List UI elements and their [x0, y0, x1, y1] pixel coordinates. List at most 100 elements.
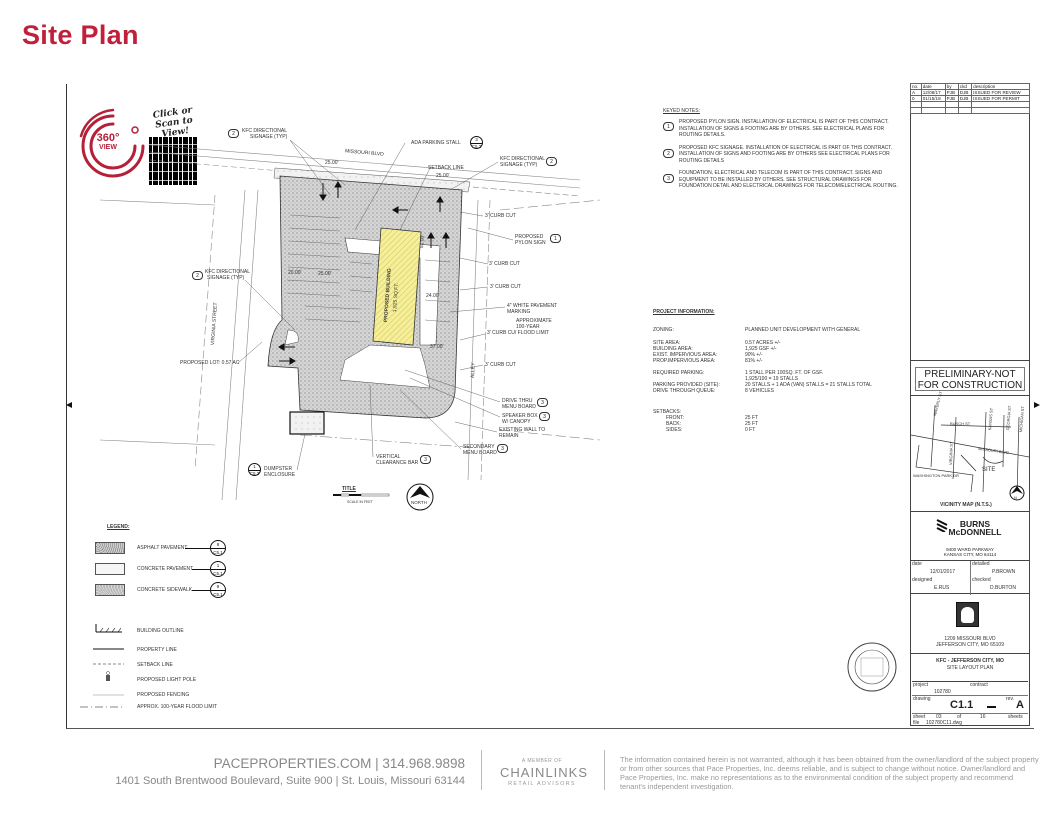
keyed-note-marker: 3: [420, 455, 431, 464]
setback-value: 25 FT: [745, 415, 759, 421]
firm-address: KANSAS CITY, MO 64114: [943, 552, 997, 557]
plan-label: 3' CURB CU/ FLOOD LIMIT: [487, 330, 550, 336]
kfc-logo: [956, 602, 979, 627]
setback-label: BACK:: [666, 421, 682, 427]
engineer-seal: [847, 642, 897, 692]
info-value: 1,925/100 = 19 STALLS: [745, 376, 799, 382]
plan-label: 4" WHITE PAVEMENT: [507, 303, 558, 309]
dimension-label: 25.00': [325, 160, 339, 166]
legend-symbol-label: SETBACK LINE: [137, 662, 173, 668]
plan-label: 3' CURB CUT: [490, 284, 521, 290]
sheet-total: 16: [980, 714, 986, 720]
info-label: DRIVE THROUGH QUEUE:: [653, 388, 716, 394]
dimension-label: 24.00': [426, 293, 440, 299]
field-label: detailed: [972, 561, 990, 567]
project-information: PROJECT INFORMATION:: [653, 309, 913, 326]
setback-label: SIDES:: [666, 427, 683, 433]
asphalt-swatch: [95, 542, 125, 554]
note-number: 2: [663, 148, 674, 158]
setback-value: 25 FT: [745, 421, 759, 427]
date-value: 12/01/2017: [930, 569, 956, 575]
plan-label: REMAIN: [499, 433, 519, 439]
map-street: BUSCH ST: [950, 421, 971, 426]
field-label: date: [912, 561, 922, 567]
stamp-box: PRELIMINARY-NOT FOR CONSTRUCTION: [910, 360, 1030, 396]
field-label: project: [913, 682, 929, 688]
plan-label: DUMPSTER: [264, 466, 293, 472]
dimension-label: 20.00': [288, 270, 302, 276]
legend-symbol-label: APPROX. 100-YEAR FLOOD LIMIT: [137, 704, 218, 710]
dimension-label: 25.00': [318, 271, 332, 277]
map-street: WASHINGTON PARK DR: [913, 473, 959, 478]
field-label: designed: [912, 577, 933, 583]
vicinity-map-title: VICINITY MAP (N.T.S.): [940, 502, 992, 508]
keyed-notes-heading: KEYED NOTES:: [663, 108, 700, 114]
keyed-note: 1 PROPOSED PYLON SIGN. INSTALLATION OF E…: [663, 119, 903, 139]
north-arrow-icon: [410, 486, 430, 498]
disclaimer-text: The information contained herein is not …: [620, 755, 1039, 791]
street-label-alley: ALLEY: [470, 362, 477, 379]
plan-label: DRIVE THRU: [502, 398, 533, 404]
info-label: REQUIRED PARKING:: [653, 370, 705, 376]
plan-label: MENU BOARD: [463, 450, 497, 456]
360-view-badge[interactable]: 360° VIEW: [78, 106, 148, 186]
sheet-number: 03: [936, 714, 942, 720]
plan-label: 3' CURB CUT: [485, 213, 516, 219]
keyed-note: 2 PROPOSED KFC SIGNAGE. INSTALLATION OF …: [663, 145, 903, 165]
note-text: PROPOSED KFC SIGNAGE. INSTALLATION OF EL…: [679, 144, 893, 164]
scale-caption: SCALE IN FEET: [347, 500, 373, 504]
date-designer-block: date 12/01/2017 detailed P.BROWN designe…: [910, 560, 1030, 595]
plan-label: EXISTING WALL TO: [499, 427, 546, 433]
plan-label: PROPOSED LOT: 0.57 AC: [180, 360, 240, 366]
field-label: drawing: [913, 696, 931, 702]
map-site-label: SITE: [982, 467, 996, 473]
preliminary-stamp: PRELIMINARY-NOT FOR CONSTRUCTION: [915, 367, 1025, 391]
qr-code[interactable]: [149, 137, 197, 185]
dash-separator: [987, 706, 996, 708]
field-label: file: [913, 720, 920, 726]
plan-label: ENCLOSURE: [264, 472, 296, 478]
plan-label: ADA PARKING STALL: [411, 140, 461, 146]
burns-logo-icon: [936, 519, 948, 532]
contact-line[interactable]: PACEPROPERTIES.COM | 314.968.9898: [213, 756, 465, 771]
plan-label: KFC DIRECTIONAL: [242, 128, 288, 134]
project-info-heading: PROJECT INFORMATION:: [653, 309, 715, 315]
note-number: 1: [663, 122, 674, 131]
field-label: checked: [972, 577, 991, 583]
keyed-note-marker: 3: [537, 398, 548, 407]
member-of-text: A MEMBER OF: [521, 758, 563, 764]
plan-label: 3' CURB CUT: [485, 362, 516, 368]
plan-label: SECONDARY: [463, 444, 495, 450]
plan-label: 3' CURB CUT: [489, 261, 520, 267]
footer-divider: [604, 750, 605, 790]
firm-address: 9400 WARD PARKWAY: [946, 547, 994, 552]
site-address: 1209 MISSOURI BLVD: [944, 636, 996, 642]
plan-label: SIGNAGE (TYP): [500, 162, 538, 168]
project-number: 102780: [934, 689, 951, 695]
setback-value: 0 FT: [745, 427, 756, 433]
setbacks-heading: SETBACKS:: [653, 409, 682, 415]
drawing-sheet: [66, 84, 1034, 729]
info-value: 8 VEHICLES: [745, 388, 774, 394]
keyed-note-marker: 3: [539, 412, 550, 421]
file-name: 102780C11.dwg: [926, 720, 963, 726]
360-label: 360°: [96, 132, 120, 144]
view-label: VIEW: [99, 144, 117, 151]
info-label: PARKING PROVIDED (SITE):: [653, 382, 720, 388]
drawing-title: SITE LAYOUT PLAN: [946, 665, 994, 671]
info-value: 1 STALL PER 100SQ. FT. OF GSF.: [745, 370, 824, 376]
info-label: EXIST. IMPERVIOUS AREA:: [653, 352, 718, 358]
plan-label: SETBACK LINE: [428, 165, 464, 171]
drawing-number-block: project 102780 contract drawing rev. C1.…: [912, 681, 1028, 726]
plan-label: W/ CANOPY: [502, 419, 531, 425]
drawing-number: C1.1: [950, 699, 974, 711]
info-label: PROP.IMPERVIOUS AREA:: [653, 358, 716, 364]
legend-symbol-label: PROPOSED LIGHT POLE: [137, 677, 197, 683]
keyed-note-marker: 2: [228, 129, 239, 138]
concrete-pavement-swatch: [95, 563, 125, 575]
note-number: 3: [663, 174, 674, 183]
dimension-label: 37.00': [430, 344, 444, 350]
info-value: PLANNED UNIT DEVELOPMENT WITH GENERAL: [745, 327, 861, 333]
field-label: sheet: [913, 714, 926, 720]
